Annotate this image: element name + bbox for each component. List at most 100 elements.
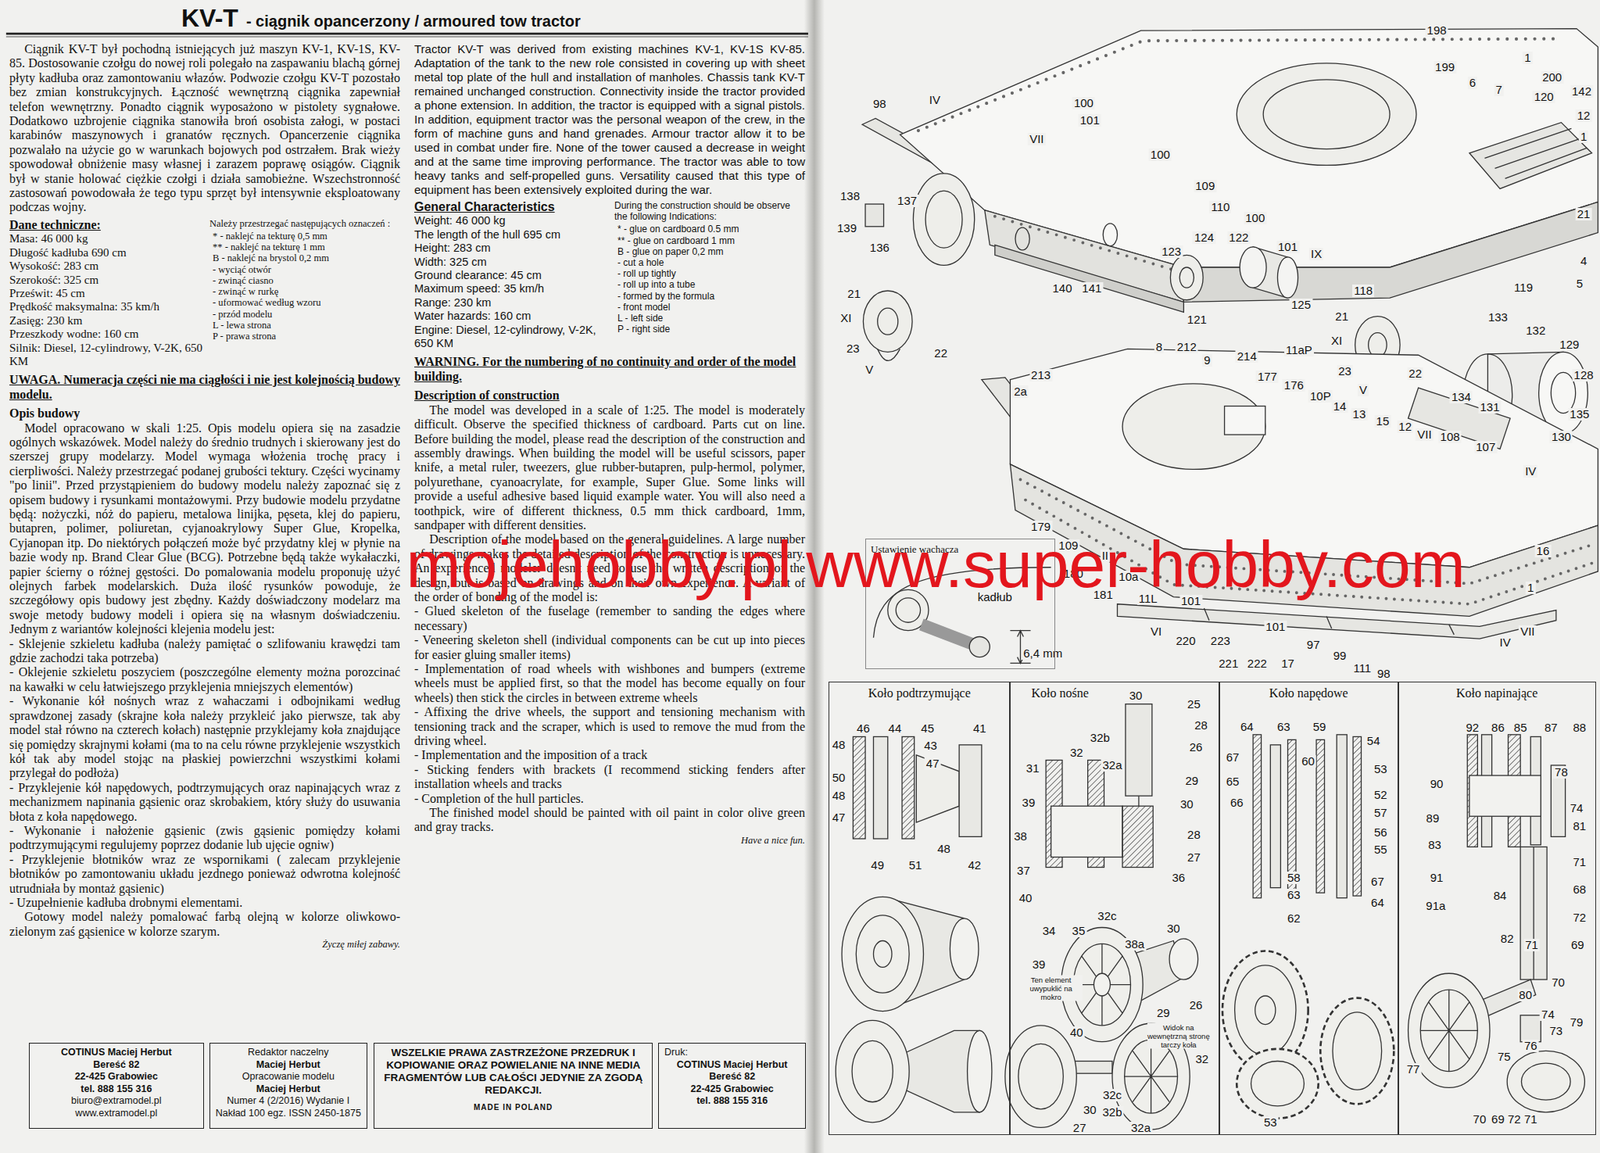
callout-number: 223: [1209, 634, 1232, 648]
callout-number: 80: [1517, 988, 1534, 1002]
callout-number: 35: [1070, 924, 1088, 938]
callout-number: 199: [1433, 60, 1457, 74]
callout-number: 47: [830, 811, 848, 824]
spec-line: Szerokość: 325 cm: [9, 273, 204, 287]
callout-number: 47: [924, 757, 942, 770]
support-wheel-drawing: [873, 736, 888, 839]
callout-number: 29: [1155, 1006, 1172, 1020]
hull-upper-drawing: [1469, 122, 1593, 190]
spec-line: Engine: Diesel, 12-cylindrowy, V-2K, 650…: [414, 323, 609, 351]
callout-number: 31: [1024, 762, 1042, 775]
idler-wheel-drawing: [1520, 1015, 1541, 1042]
callout-number: 48: [830, 738, 848, 752]
callout-number: 43: [922, 739, 939, 752]
callout-number: 27: [1071, 1121, 1089, 1135]
callout-number: IV: [927, 93, 942, 107]
spec-line: Prześwit: 45 cm: [9, 286, 204, 301]
callout-number: 74: [1539, 1008, 1557, 1021]
spec-line: Zasięg: 230 km: [9, 314, 204, 328]
callout-number: IV: [1497, 636, 1512, 649]
callout-number: 136: [868, 241, 892, 255]
small-note: L - lewa strona: [209, 319, 401, 331]
small-note: B - naklejć na brystol 0,2 mm: [209, 252, 401, 264]
callout-number: 101: [1276, 240, 1300, 254]
callout-number: 76: [1522, 1039, 1540, 1053]
callout-number: 118: [1352, 284, 1375, 298]
small-note: - uformować według wzoru: [209, 297, 401, 308]
idler-wheel-drawing: [1532, 846, 1534, 980]
imprint-text: Bereść 82: [32, 1059, 202, 1072]
callout-number: 32b: [1100, 1106, 1124, 1119]
spec-line: Range: 230 km: [414, 296, 609, 310]
callout-number: 75: [1496, 1050, 1513, 1064]
callout-number: 48: [935, 842, 953, 856]
callout-number: 23: [844, 342, 862, 355]
body-text: - Sklejenie szkieletu kadłuba (należy pa…: [9, 637, 401, 666]
hull-upper-drawing: [865, 204, 884, 227]
callout-number: 36: [1170, 871, 1187, 885]
small-note: - przód modelu: [209, 308, 401, 320]
spec-line: Wysokość: 283 cm: [9, 259, 204, 273]
callout-number: 32a: [1129, 1121, 1153, 1135]
imprint-box: Druk:COTINUS Maciej HerbutBereść 8222-42…: [658, 1042, 806, 1129]
support-wheel-drawing: [902, 736, 915, 839]
callout-number: 55: [1372, 843, 1389, 856]
spec-line: Height: 283 cm: [414, 241, 609, 255]
callout-number: 85: [1512, 721, 1529, 734]
callout-number: 23: [1336, 365, 1354, 378]
callout-number: 32b: [1088, 731, 1112, 745]
callout-number: 28: [1185, 828, 1203, 842]
small-note: B - glue on paper 0,2 mm: [614, 246, 806, 258]
callout-number: 100: [1148, 148, 1172, 162]
small-note: During the construction should be observ…: [614, 200, 806, 222]
hull-lower-drawing: [1117, 604, 1557, 639]
callout-number: 87: [1542, 721, 1560, 734]
watermark: mojehobby.pl: [406, 531, 792, 598]
callout-number: 92: [1463, 721, 1481, 734]
road-wheel-drawing: [1005, 704, 1199, 1130]
imprint-text: 22-425 Grabowiec: [661, 1083, 803, 1096]
callout-number: 84: [1492, 889, 1509, 903]
text-block: Tractor KV-T was derived from existing m…: [414, 42, 806, 197]
callout-number: 82: [1499, 932, 1516, 945]
callout-number: 13: [1351, 408, 1368, 421]
suspension-arm-detail: [895, 597, 920, 623]
small-note: - wyciąć otwór: [209, 264, 401, 276]
body-text: - Sticking fenders with brackets (I reco…: [414, 762, 806, 792]
road-wheel-drawing: [1138, 795, 1139, 806]
text-block: WARNING. For the numbering of no continu…: [414, 354, 806, 846]
callout-number: VII: [1027, 132, 1046, 146]
drive-wheel-drawing: [1320, 998, 1394, 1105]
small-note: Życzę miłej zabawy.: [9, 938, 401, 950]
callout-number: 32: [1194, 1052, 1211, 1066]
callout-number: 140: [1050, 282, 1074, 295]
callout-number: 30: [1081, 1103, 1099, 1117]
callout-number: 212: [1175, 340, 1199, 354]
imprint-text: Redaktor naczelny: [212, 1046, 365, 1060]
small-note: P - prawa strona: [209, 330, 401, 342]
imprint-box: Redaktor naczelnyMaciej HerbutOpracowani…: [209, 1042, 368, 1129]
subtitle: - ciągnik opancerzony / armoured tow tra…: [246, 12, 581, 30]
callout-number: 6: [1467, 76, 1478, 90]
hull-upper-drawing: [912, 173, 974, 265]
imprint-box: COTINUS Maciej HerbutBereść 8222-425 Gra…: [28, 1042, 205, 1129]
callout-number: 64: [1369, 896, 1386, 910]
small-note: P - right side: [614, 323, 806, 335]
callout-number: 77: [1405, 1063, 1422, 1076]
callout-number: 69: [1569, 938, 1586, 952]
drive-wheel-drawing: [1288, 739, 1296, 893]
callout-number: 73: [1548, 1024, 1565, 1038]
callout-number: 221: [1217, 657, 1240, 670]
panel-heading: Koło podtrzymujące: [829, 682, 1010, 701]
support-wheel-drawing: [841, 896, 924, 1011]
callout-number: 21: [1575, 207, 1593, 221]
callout-number: 50: [830, 771, 848, 784]
callout-number: 108: [1438, 430, 1462, 444]
spec-line: Weight: 46 000 kg: [414, 214, 609, 228]
callout-number: 32c: [1095, 909, 1118, 923]
drive-wheel-drawing: [1251, 1061, 1305, 1107]
sign-column: Należy przestrzegać następujących oznacz…: [209, 218, 401, 369]
wheel-panel: Koło nośne: [1009, 681, 1220, 1135]
spec-row: General CharacteristicsWeight: 46 000 kg…: [414, 200, 806, 351]
callout-number: 7: [1494, 83, 1504, 97]
